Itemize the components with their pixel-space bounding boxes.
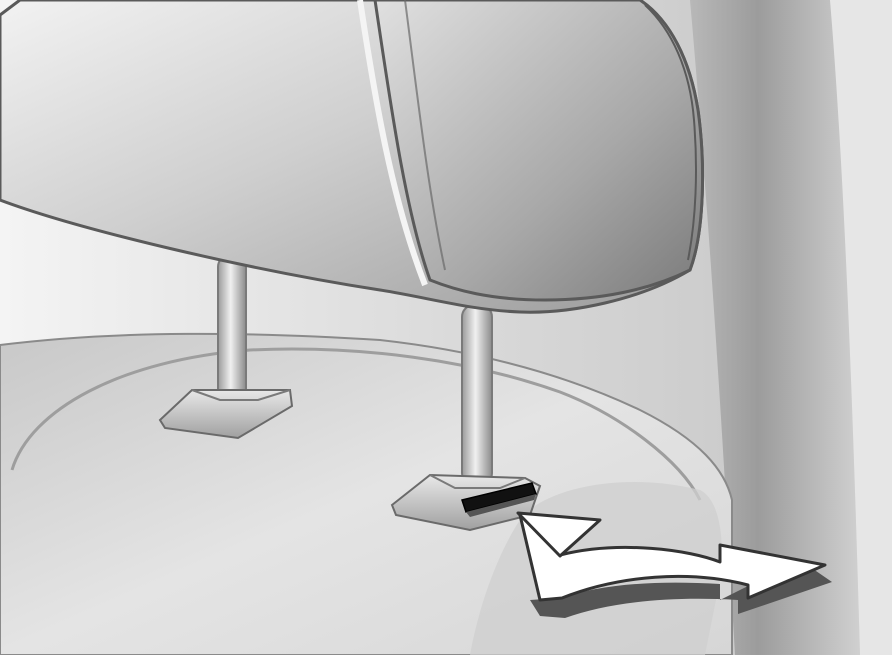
headrest-post-left bbox=[218, 255, 246, 410]
headrest-post-right bbox=[462, 305, 492, 485]
